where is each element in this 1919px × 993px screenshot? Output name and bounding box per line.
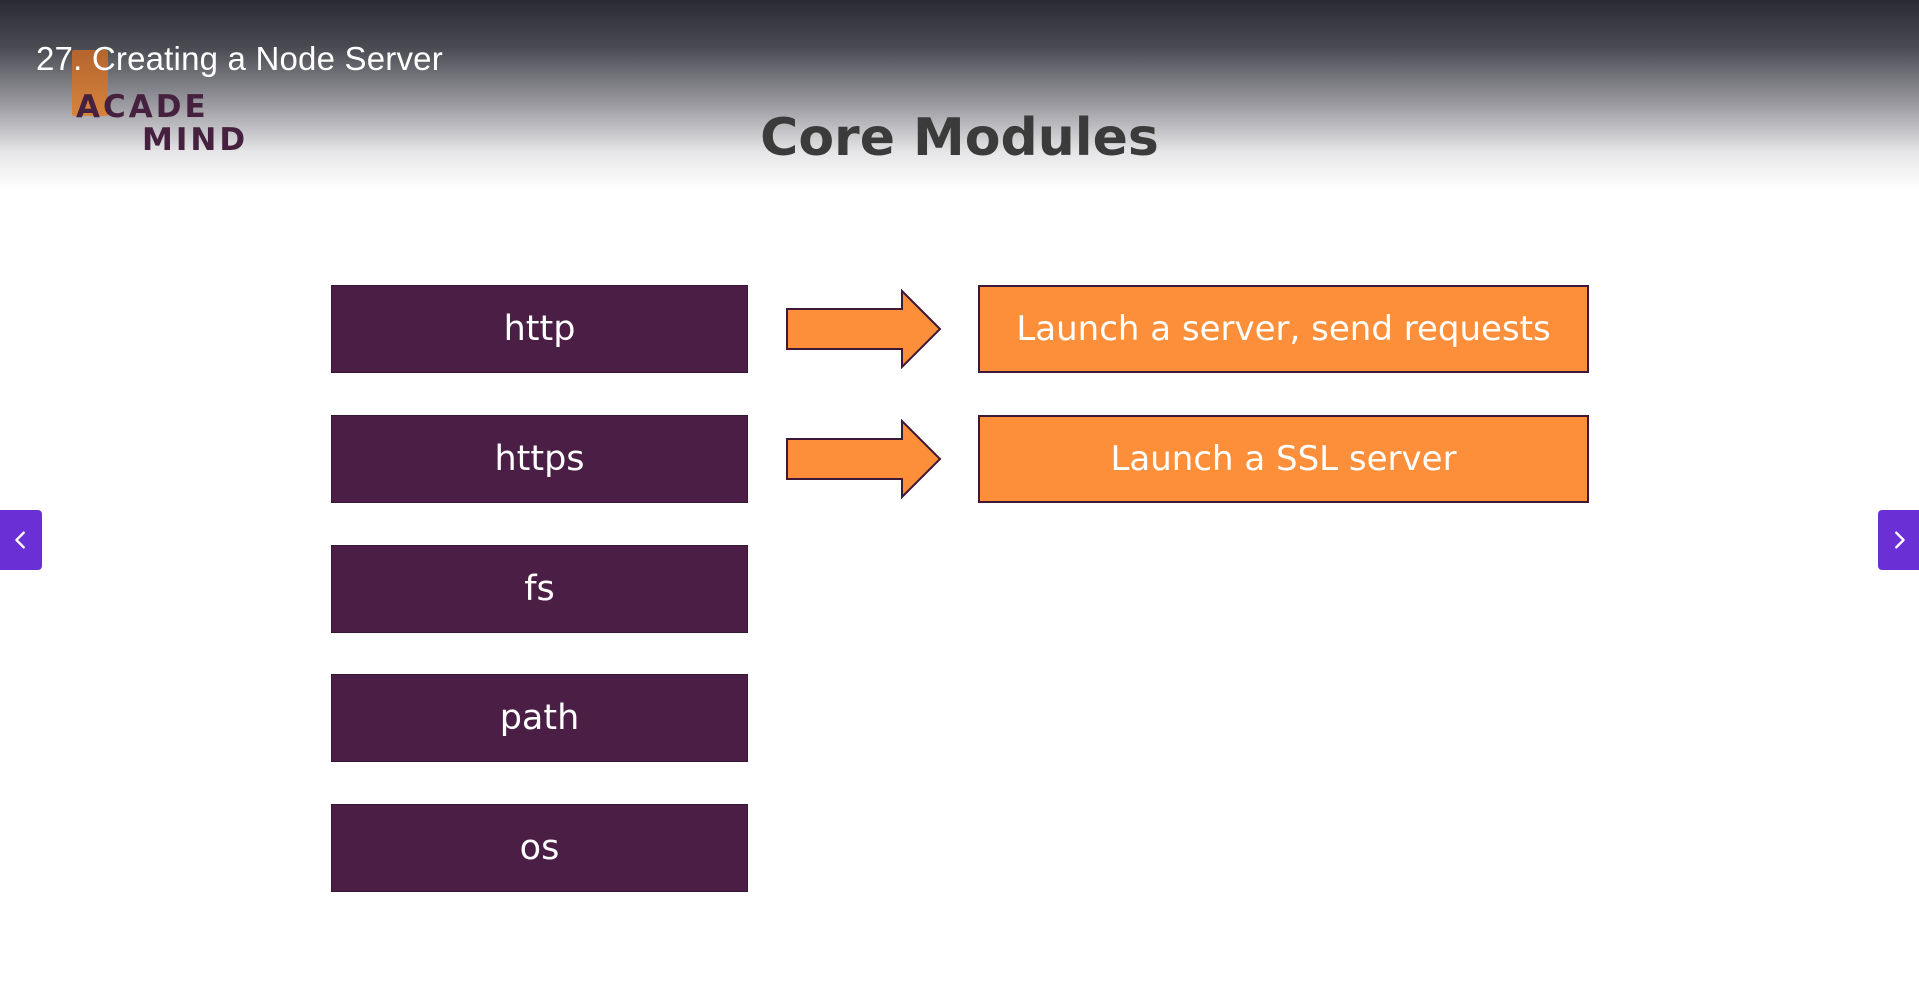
description-box-https: Launch a SSL server: [978, 415, 1589, 503]
chevron-right-icon: [1895, 531, 1905, 549]
academind-logo: ACADE MIND: [72, 50, 252, 160]
logo-text-line1: ACADE: [76, 89, 209, 125]
module-box-path: path: [331, 674, 748, 762]
chevron-left-icon: [15, 531, 25, 549]
module-box-http: http: [331, 285, 748, 373]
description-label: Launch a server, send requests: [1016, 309, 1551, 349]
description-box-http: Launch a server, send requests: [978, 285, 1589, 373]
module-label: http: [503, 309, 576, 349]
logo-bookmark-icon: [72, 50, 108, 116]
arrow-right-icon: [786, 419, 942, 499]
module-box-os: os: [331, 804, 748, 892]
description-label: Launch a SSL server: [1110, 439, 1457, 479]
module-label: os: [519, 828, 560, 868]
previous-lecture-button[interactable]: [0, 510, 42, 570]
video-header-overlay: [0, 0, 1919, 190]
arrow-right-icon: [786, 289, 942, 369]
module-box-fs: fs: [331, 545, 748, 633]
slide-title: Core Modules: [760, 108, 1159, 168]
module-box-https: https: [331, 415, 748, 503]
video-title: 27. Creating a Node Server: [36, 40, 443, 77]
logo-text-line2: MIND: [142, 122, 249, 158]
next-lecture-button[interactable]: [1878, 510, 1919, 570]
module-label: https: [494, 439, 585, 479]
module-label: fs: [524, 569, 555, 609]
module-label: path: [499, 698, 580, 738]
